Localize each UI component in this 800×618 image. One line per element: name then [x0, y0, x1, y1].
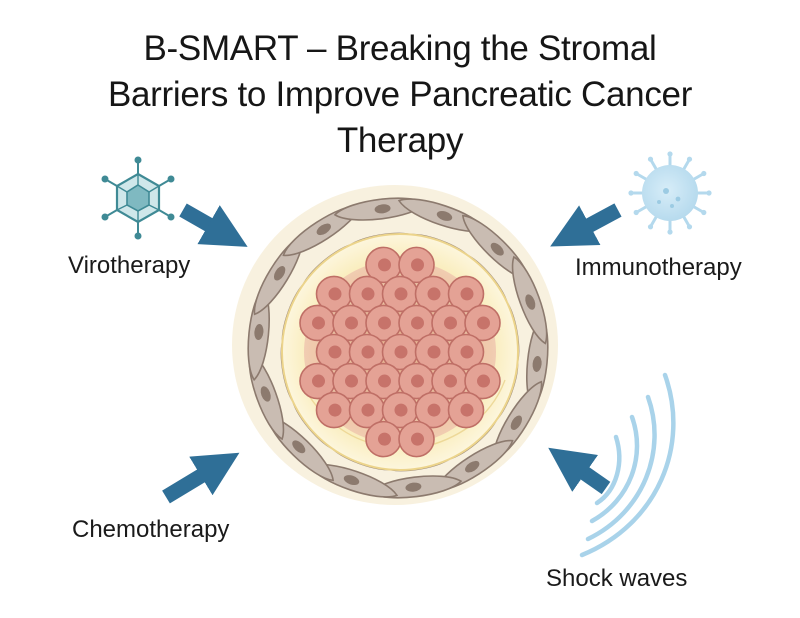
tumor-cell	[381, 275, 419, 313]
tumor-cell	[332, 304, 369, 342]
virus-icon	[101, 156, 175, 240]
arrow-immunotherapy	[550, 203, 622, 247]
tumor-cell	[447, 275, 485, 313]
label-immunotherapy: Immunotherapy	[575, 254, 742, 281]
tumor-cell-cluster	[299, 246, 501, 458]
tumor-cell	[464, 304, 501, 342]
shock-wave-icon	[579, 372, 676, 558]
tumor-cell	[447, 391, 485, 429]
arrow-virotherapy	[179, 203, 248, 247]
tumor-cell	[464, 362, 501, 400]
tumor-cell	[381, 333, 419, 371]
arrow-shock-waves	[548, 447, 611, 495]
tumor-cell	[348, 333, 386, 371]
tumor-cell	[431, 304, 468, 342]
tumor-cell	[398, 362, 435, 400]
diagram-title: B-SMART – Breaking the Stromal Barriers …	[40, 26, 760, 164]
label-virotherapy: Virotherapy	[68, 252, 191, 279]
title-line-2: Barriers to Improve Pancreatic Cancer	[107, 75, 693, 114]
immune-cell-icon	[628, 151, 712, 235]
arrow-chemotherapy	[162, 452, 240, 504]
tumor-cell	[365, 304, 402, 342]
tumor-cell	[447, 333, 485, 371]
tumor-cell	[365, 420, 402, 458]
therapy-arrows	[162, 203, 622, 504]
title-line-3: Therapy	[336, 121, 464, 160]
tumor-cell	[398, 246, 435, 284]
tumor-cell	[299, 362, 336, 400]
label-shock-waves: Shock waves	[546, 565, 688, 592]
label-chemotherapy: Chemotherapy	[72, 516, 230, 543]
tumor-cell	[332, 362, 369, 400]
tumor-cell	[414, 333, 452, 371]
tumor-cell	[398, 420, 435, 458]
tumor-cell	[315, 391, 353, 429]
tumor-microenvironment	[232, 185, 558, 505]
title-line-1: B-SMART – Breaking the Stromal	[143, 29, 657, 68]
stromal-cell	[511, 255, 548, 345]
tumor-cell	[431, 362, 468, 400]
tumor-cell	[381, 391, 419, 429]
